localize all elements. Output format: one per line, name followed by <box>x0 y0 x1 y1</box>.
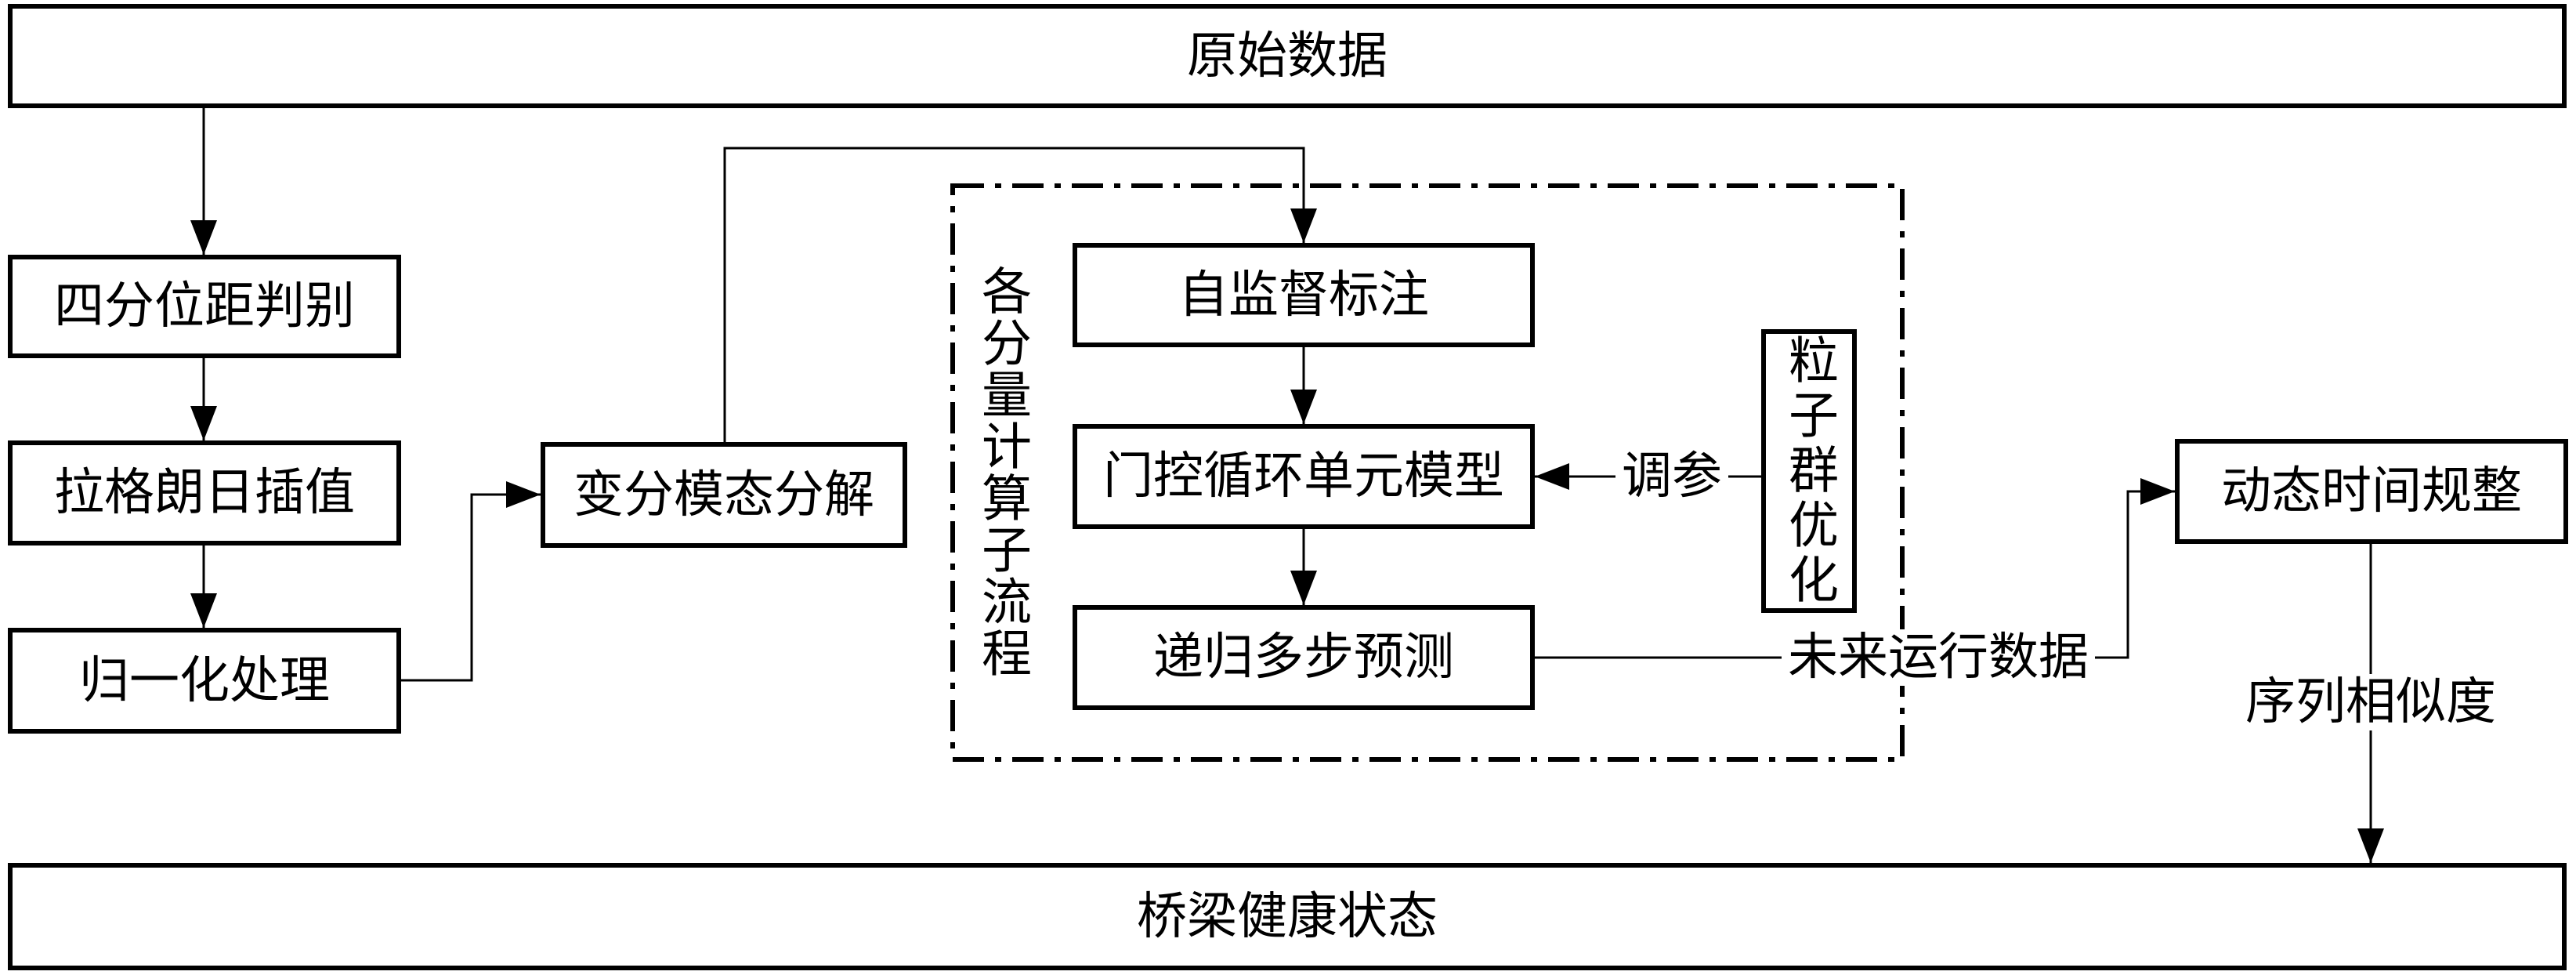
raw-data-label: 原始数据 <box>1187 27 1387 85</box>
recursive-label: 递归多步预测 <box>1153 629 1454 687</box>
tuning-edge-label: 调参 <box>1615 448 1728 505</box>
lagrange-box: 拉格朗日插值 <box>8 440 401 545</box>
iqr-label: 四分位距判别 <box>54 277 355 335</box>
subprocess-group-label: 各分量计算子流程 <box>973 265 1031 679</box>
pso-label: 粒子群优化 <box>1780 334 1838 608</box>
raw-data-box: 原始数据 <box>8 4 2567 108</box>
vmd-label: 变分模态分解 <box>573 466 874 524</box>
future-data-edge-label: 未来运行数据 <box>1782 629 2095 686</box>
similarity-edge-label: 序列相似度 <box>2239 674 2502 730</box>
edge-normalize-to-vmd <box>401 481 541 682</box>
normalize-box: 归一化处理 <box>8 628 401 734</box>
iqr-box: 四分位距判别 <box>8 255 401 358</box>
edge-vmd-to-self-supervised <box>723 147 1317 442</box>
health-label: 桥梁健康状态 <box>1137 887 1438 946</box>
self-supervised-box: 自监督标注 <box>1073 243 1535 347</box>
subprocess-group-boundary <box>950 183 1905 762</box>
lagrange-label: 拉格朗日插值 <box>54 464 355 522</box>
gru-box: 门控循环单元模型 <box>1073 424 1535 529</box>
health-box: 桥梁健康状态 <box>8 863 2567 970</box>
recursive-box: 递归多步预测 <box>1073 605 1535 710</box>
normalize-label: 归一化处理 <box>79 651 330 710</box>
self-supervised-label: 自监督标注 <box>1178 266 1429 324</box>
pso-box: 粒子群优化 <box>1761 329 1857 613</box>
gru-label: 门控循环单元模型 <box>1103 448 1504 506</box>
dtw-box: 动态时间规整 <box>2175 439 2568 544</box>
vmd-box: 变分模态分解 <box>541 442 907 548</box>
dtw-label: 动态时间规整 <box>2221 462 2522 520</box>
